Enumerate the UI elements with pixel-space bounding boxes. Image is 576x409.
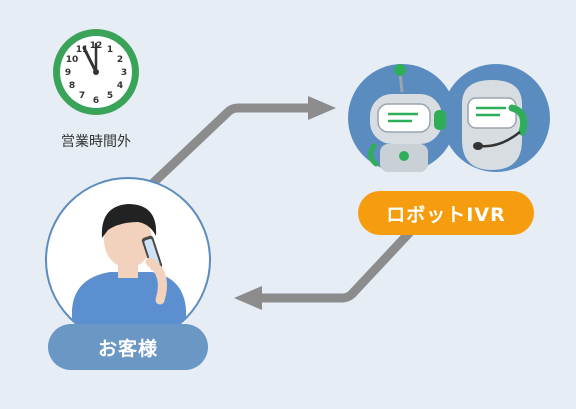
robot-right [462, 80, 528, 170]
customer-label: お客様 [48, 324, 208, 370]
clock-icon: 12 1 2 3 4 5 6 7 8 9 10 11 [53, 29, 139, 115]
robot-ivr-label: ロボットIVR [358, 191, 534, 235]
clock-number: 10 [66, 55, 79, 65]
clock-number: 9 [65, 68, 71, 78]
clock-number: 4 [117, 81, 123, 91]
robot-illustration [348, 64, 550, 172]
clock-number: 8 [69, 81, 75, 91]
robot-left [368, 64, 446, 172]
clock-label: 営業時間外 [61, 134, 131, 150]
clock-number: 2 [117, 55, 123, 65]
clock-number: 11 [76, 45, 89, 55]
clock-number: 3 [121, 68, 127, 78]
clock-number: 7 [79, 91, 85, 101]
clock-number: 5 [107, 91, 113, 101]
clock-number: 1 [107, 45, 113, 55]
arrow-to-customer [234, 228, 414, 310]
clock-number: 6 [93, 96, 99, 106]
arrow-to-robot [148, 96, 336, 188]
